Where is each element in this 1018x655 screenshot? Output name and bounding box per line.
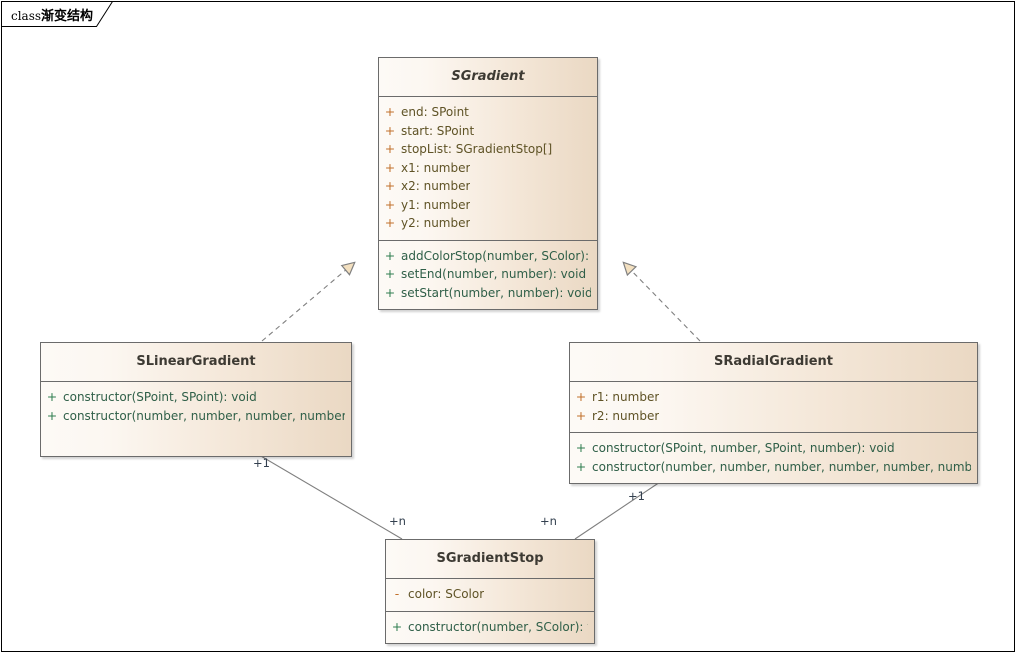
class-attributes-sgradient: + end: SPoint + start: SPoint + stopList… xyxy=(379,96,597,240)
member-signature: end: SPoint xyxy=(401,105,469,119)
class-box-sgradient[interactable]: SGradient + end: SPoint + start: SPoint … xyxy=(378,57,598,310)
member-signature: constructor(number, SColor): void xyxy=(408,619,588,634)
class-operations-sgradient: + addColorStop(number, SColor): void + s… xyxy=(379,239,597,310)
member-signature: setEnd(number, number): void xyxy=(401,267,587,281)
member-signature: x2: number xyxy=(401,179,471,193)
class-title-sradialgradient: SRadialGradient xyxy=(713,354,834,369)
class-operations-sradialgradient: + constructor(SPoint, number, SPoint, nu… xyxy=(570,432,977,483)
visibility-marker: + xyxy=(575,458,587,474)
visibility-marker: + xyxy=(384,196,396,212)
frame-keyword: class xyxy=(11,9,42,23)
class-title-sgradient: SGradient xyxy=(451,69,525,84)
diagram-frame-title: class渐变结构 xyxy=(11,5,93,24)
member-signature: y2: number xyxy=(401,216,471,230)
visibility-marker: + xyxy=(46,407,58,423)
class-operations-slineargradient: + constructor(SPoint, SPoint): void + co… xyxy=(41,381,351,456)
edge-linear-to-stop xyxy=(253,451,403,540)
edge-label-linear-many: +n xyxy=(389,514,406,528)
visibility-marker: + xyxy=(575,389,587,404)
visibility-marker: + xyxy=(384,141,396,156)
edge-radial-to-stop xyxy=(574,481,661,540)
empty-filler xyxy=(41,425,351,449)
edge-radial-realizes-gradient xyxy=(624,263,701,342)
attribute-row: + r1: number xyxy=(570,388,977,407)
member-signature: constructor(number, number, number, numb… xyxy=(592,459,971,474)
member-signature: y1: number xyxy=(401,197,471,212)
member-signature: constructor(SPoint, SPoint): void xyxy=(63,390,257,404)
operation-row: + constructor(number, SColor): void xyxy=(386,618,594,637)
visibility-marker: + xyxy=(384,266,396,281)
operation-row: + setStart(number, number): void xyxy=(379,284,597,303)
visibility-marker: + xyxy=(575,407,587,423)
attribute-row: + x1: number xyxy=(379,159,597,178)
edge-label-radial-one: +1 xyxy=(628,489,645,503)
class-attributes-sgradientstop: - color: SColor xyxy=(386,578,594,611)
visibility-marker: + xyxy=(575,440,587,455)
visibility-marker: + xyxy=(384,178,396,193)
member-signature: start: SPoint xyxy=(401,123,475,138)
visibility-marker: + xyxy=(384,104,396,119)
visibility-marker: + xyxy=(391,618,403,634)
operation-row: + constructor(SPoint, SPoint): void xyxy=(41,388,351,407)
attribute-row: + end: SPoint xyxy=(379,103,597,122)
visibility-marker: + xyxy=(384,215,396,230)
attribute-row: - color: SColor xyxy=(386,585,594,604)
member-signature: stopList: SGradientStop[] xyxy=(401,142,553,156)
visibility-marker: + xyxy=(384,247,396,263)
edge-linear-realizes-gradient xyxy=(261,263,354,342)
member-signature: color: SColor xyxy=(408,587,485,601)
class-operations-sgradientstop: + constructor(number, SColor): void xyxy=(386,610,594,644)
edge-label-linear-one: +1 xyxy=(253,456,270,470)
edge-label-radial-many: +n xyxy=(540,514,557,528)
operation-row: + constructor(SPoint, number, SPoint, nu… xyxy=(570,439,977,458)
class-box-sradialgradient[interactable]: SRadialGradient + r1: number + r2: numbe… xyxy=(569,342,978,484)
visibility-marker: + xyxy=(46,389,58,404)
diagram-frame-tab: class渐变结构 xyxy=(1,1,113,27)
class-title-sgradientstop: SGradientStop xyxy=(436,551,544,566)
operation-row: + constructor(number, number, number, nu… xyxy=(570,458,977,477)
member-signature: r1: number xyxy=(592,390,660,404)
attribute-row: + y2: number xyxy=(379,214,597,233)
member-signature: setStart(number, number): void xyxy=(401,285,591,300)
class-title-slineargradient: SLinearGradient xyxy=(136,354,256,369)
attribute-row: + start: SPoint xyxy=(379,122,597,141)
operation-row: + constructor(number, number, number, nu… xyxy=(41,407,351,426)
operation-row: + setEnd(number, number): void xyxy=(379,265,597,284)
member-signature: x1: number xyxy=(401,160,471,175)
visibility-marker: + xyxy=(384,122,396,138)
visibility-marker: + xyxy=(384,159,396,175)
operation-row: + addColorStop(number, SColor): void xyxy=(379,247,597,266)
attribute-row: + stopList: SGradientStop[] xyxy=(379,140,597,159)
attribute-row: + y1: number xyxy=(379,196,597,215)
member-signature: addColorStop(number, SColor): void xyxy=(401,248,591,263)
class-box-slineargradient[interactable]: SLinearGradient + constructor(SPoint, SP… xyxy=(40,342,352,457)
member-signature: r2: number xyxy=(592,408,660,423)
attribute-row: + x2: number xyxy=(379,177,597,196)
class-box-sgradientstop[interactable]: SGradientStop - color: SColor + construc… xyxy=(385,539,595,644)
member-signature: constructor(number, number, number, numb… xyxy=(63,408,345,423)
visibility-marker: + xyxy=(384,284,396,300)
visibility-marker: - xyxy=(394,586,400,601)
class-attributes-sradialgradient: + r1: number + r2: number xyxy=(570,381,977,432)
frame-name: 渐变结构 xyxy=(41,9,94,24)
member-signature: constructor(SPoint, number, SPoint, numb… xyxy=(592,441,895,455)
attribute-row: + r2: number xyxy=(570,407,977,426)
